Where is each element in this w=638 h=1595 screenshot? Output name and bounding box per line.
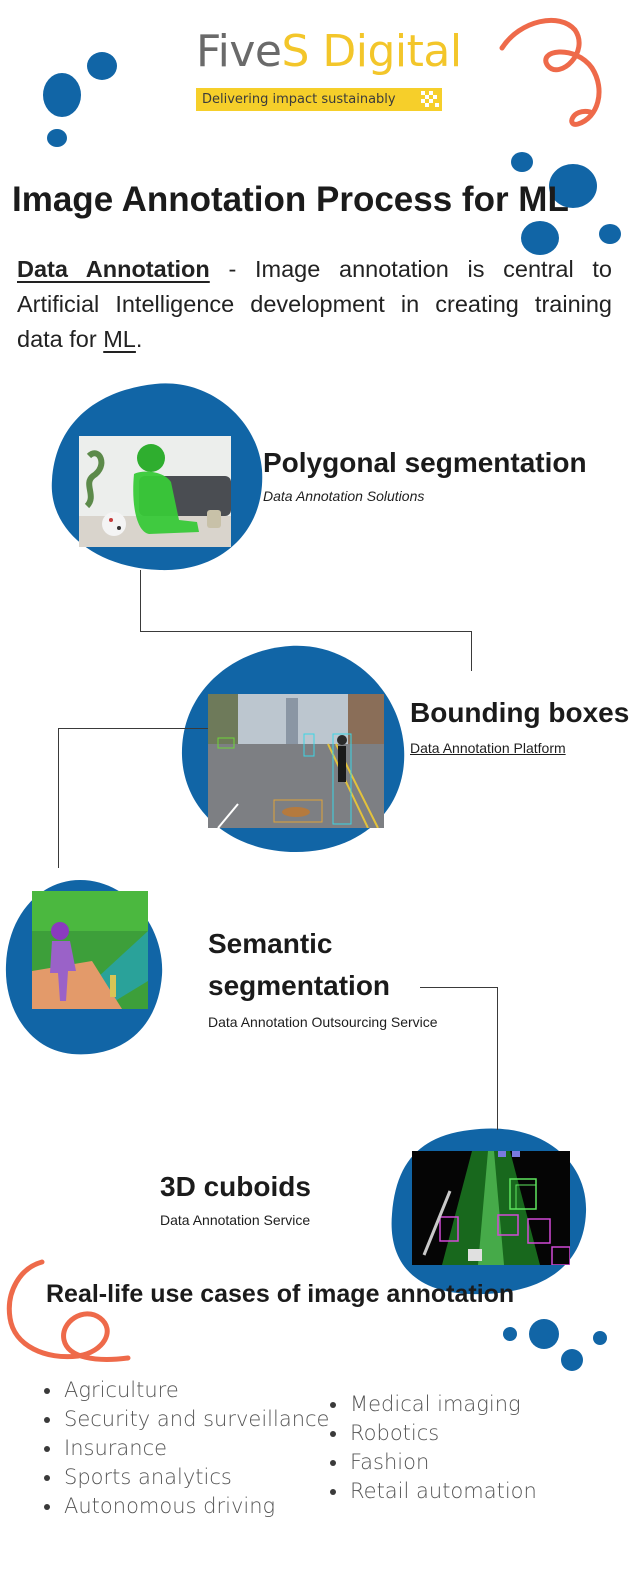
section-title-cuboids: 3D cuboids <box>160 1171 311 1202</box>
brand-tagline: Delivering impact sustainably <box>202 92 396 107</box>
page-title: Image Annotation Process for ML <box>12 180 569 219</box>
polygonal-segmentation-image <box>79 436 231 547</box>
blue-dot <box>593 1331 607 1345</box>
use-cases-list-left: Agriculture Security and surveillance In… <box>44 1376 329 1521</box>
blue-dot <box>511 152 533 172</box>
connector-line <box>140 570 472 632</box>
list-item: Medical imaging <box>330 1390 537 1419</box>
blue-dot <box>521 221 559 255</box>
brand-logo: FiveS Digital <box>196 30 462 74</box>
ml-link[interactable]: ML <box>103 326 136 352</box>
intro-body: - Image annotation is central to Artific… <box>17 256 612 352</box>
list-item: Autonomous driving <box>44 1492 329 1521</box>
blue-dot <box>529 1319 559 1349</box>
list-item: Insurance <box>44 1434 329 1463</box>
section-subtitle-cuboids: Data Annotation Service <box>160 1212 311 1228</box>
brand-name-part1: Five <box>196 26 282 77</box>
section-title-semantic-line2: segmentation <box>208 970 391 1001</box>
list-item: Fashion <box>330 1448 537 1477</box>
blue-dot <box>599 224 621 244</box>
list-item: Robotics <box>330 1419 537 1448</box>
orange-swirl <box>6 1259 131 1362</box>
section-subtitle-semantic: Data Annotation Outsourcing Service <box>208 1014 438 1030</box>
list-item: Agriculture <box>44 1376 329 1405</box>
section-subtitle-polygonal: Data Annotation Solutions <box>263 488 425 504</box>
blue-dot <box>503 1327 517 1341</box>
list-item: Sports analytics <box>44 1463 329 1492</box>
blue-dot <box>561 1349 583 1371</box>
pixel-pattern-icon <box>421 91 439 108</box>
blue-dot <box>43 73 81 117</box>
blue-dot <box>87 52 117 80</box>
blue-dot <box>47 129 67 147</box>
connector-line <box>471 631 472 671</box>
connector-line <box>420 987 498 1130</box>
section-title-polygonal: Polygonal segmentation <box>263 447 587 478</box>
list-item: Security and surveillance <box>44 1405 329 1434</box>
semantic-segmentation-image <box>32 891 148 1009</box>
brand-name-part2: S Digital <box>281 26 462 77</box>
section-title-semantic-line1: Semantic <box>208 928 333 959</box>
blue-dot <box>549 164 597 208</box>
intro-paragraph: Data Annotation - Image annotation is ce… <box>17 256 612 352</box>
connector-line <box>58 728 208 868</box>
use-cases-list-right: Medical imaging Robotics Fashion Retail … <box>330 1390 537 1506</box>
section-subtitle-bounding[interactable]: Data Annotation Platform <box>410 740 566 756</box>
bounding-boxes-image <box>208 694 384 828</box>
3d-cuboids-image <box>412 1151 570 1265</box>
orange-squiggle <box>499 17 602 127</box>
list-item: Retail automation <box>330 1477 537 1506</box>
brand-tagline-bar: Delivering impact sustainably <box>196 88 442 111</box>
data-annotation-link[interactable]: Data Annotation <box>17 256 210 282</box>
section-title-bounding: Bounding boxes <box>410 697 630 728</box>
use-cases-title: Real-life use cases of image annotation <box>46 1280 515 1308</box>
